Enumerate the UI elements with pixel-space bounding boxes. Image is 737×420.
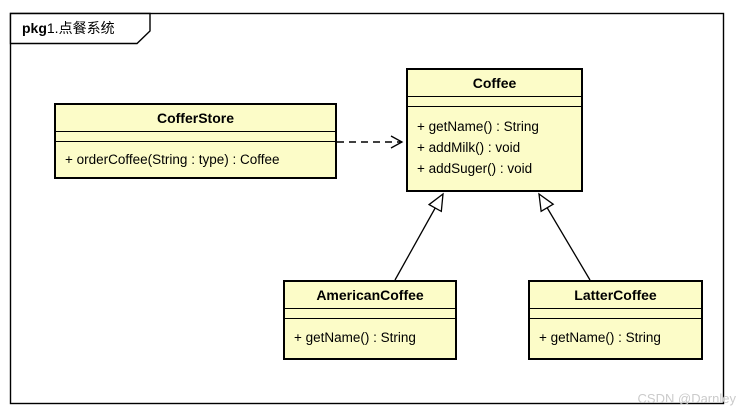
attributes-compartment bbox=[530, 309, 701, 319]
method-item: + orderCoffee(String : type) : Coffee bbox=[65, 152, 280, 167]
package-tab-label: pkg1.点餐系统 bbox=[22, 13, 115, 43]
methods-compartment: + getName() : String bbox=[530, 319, 701, 358]
method-item: + getName() : String bbox=[294, 330, 416, 345]
package-name: 1.点餐系统 bbox=[46, 20, 115, 36]
methods-compartment: + getName() : String bbox=[285, 319, 455, 358]
method-item: + getName() : String bbox=[539, 330, 661, 345]
attributes-compartment bbox=[285, 309, 455, 319]
method-item: + getName() : String bbox=[417, 119, 539, 134]
generalization-arrow-lattercoffee-coffee bbox=[538, 192, 591, 281]
attributes-compartment bbox=[56, 132, 335, 142]
watermark: CSDN @Darnley bbox=[637, 391, 736, 406]
methods-compartment: + getName() : String + addMilk() : void … bbox=[408, 107, 581, 190]
class-box-cofferstore: CofferStore + orderCoffee(String : type)… bbox=[54, 103, 337, 179]
class-title: LatterCoffee bbox=[530, 282, 701, 309]
attributes-compartment bbox=[408, 97, 581, 107]
methods-compartment: + orderCoffee(String : type) : Coffee bbox=[56, 142, 335, 177]
method-item: + addMilk() : void bbox=[417, 140, 521, 155]
class-title: AmericanCoffee bbox=[285, 282, 455, 309]
class-box-lattercoffee: LatterCoffee + getName() : String bbox=[528, 280, 703, 360]
package-frame-tab bbox=[9, 12, 151, 45]
class-box-americancoffee: AmericanCoffee + getName() : String bbox=[283, 280, 457, 360]
class-title: Coffee bbox=[408, 70, 581, 97]
method-item: + addSuger() : void bbox=[417, 161, 533, 176]
class-box-coffee: Coffee + getName() : String + addMilk() … bbox=[406, 68, 583, 192]
generalization-arrow-americancoffee-coffee bbox=[394, 192, 444, 281]
package-keyword: pkg bbox=[22, 20, 47, 36]
class-title: CofferStore bbox=[56, 105, 335, 132]
package-frame-border bbox=[9, 12, 725, 405]
